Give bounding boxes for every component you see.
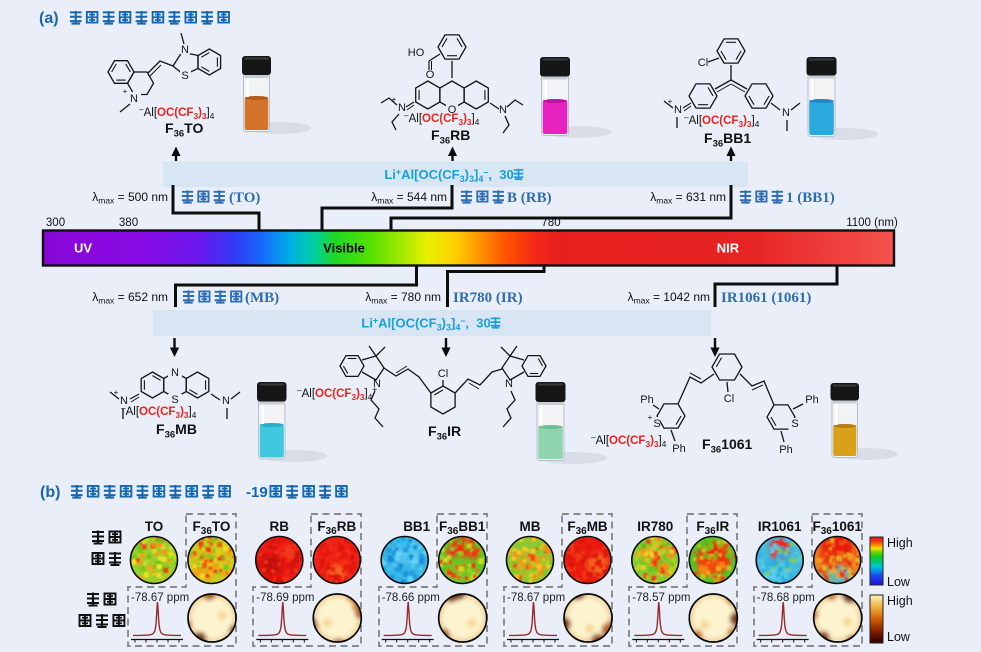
svg-text:RB: RB — [270, 519, 290, 534]
svg-text:IR1061: IR1061 — [758, 519, 802, 534]
svg-text:F36IR: F36IR — [428, 423, 461, 443]
svg-text:N: N — [120, 395, 128, 407]
svg-text:–Al[OC(CF3)3]4: –Al[OC(CF3)3]4 — [591, 433, 667, 449]
svg-text:Ph: Ph — [779, 444, 792, 456]
svg-text:N: N — [130, 93, 138, 105]
svg-text:–Al[OC(CF3)3]4: –Al[OC(CF3)3]4 — [139, 105, 215, 121]
svg-text:N: N — [373, 378, 381, 390]
svg-text:-78.67 ppm: -78.67 ppm — [131, 592, 189, 604]
svg-text:IR780: IR780 — [637, 519, 673, 534]
svg-text:+: + — [392, 95, 397, 104]
svg-text:S: S — [653, 418, 660, 430]
svg-text:N: N — [499, 104, 507, 116]
svg-text:N: N — [171, 367, 179, 379]
svg-text:300: 300 — [46, 217, 65, 229]
svg-text:BB1: BB1 — [403, 519, 430, 534]
svg-text:High: High — [887, 536, 913, 550]
svg-text:-78.57 ppm: -78.57 ppm — [632, 592, 690, 604]
svg-text:Low: Low — [887, 575, 911, 589]
svg-text:MB: MB — [520, 519, 541, 534]
svg-text:Ph: Ph — [805, 394, 818, 406]
svg-text:(a): (a) — [39, 10, 59, 27]
svg-text:1 (BB1): 1 (BB1) — [786, 190, 835, 206]
svg-text:-78.69 ppm: -78.69 ppm — [256, 592, 314, 604]
svg-text:λmax = 780 nm: λmax = 780 nm — [365, 290, 441, 306]
svg-text:+: + — [123, 87, 128, 96]
svg-text:TO: TO — [145, 519, 164, 534]
svg-text:λmax = 631 nm: λmax = 631 nm — [650, 190, 726, 206]
svg-text:O: O — [448, 104, 457, 116]
svg-text:S: S — [181, 70, 188, 82]
svg-text:IR1061 (1061): IR1061 (1061) — [721, 290, 811, 306]
svg-text:380: 380 — [119, 217, 138, 229]
svg-text:Visible: Visible — [323, 241, 365, 256]
svg-text:–Al[OC(CF3)3]4: –Al[OC(CF3)3]4 — [404, 111, 480, 127]
svg-text:-78.68 ppm: -78.68 ppm — [757, 592, 815, 604]
svg-text:+: + — [114, 388, 119, 397]
svg-text:–Al[OC(CF3)3]4: –Al[OC(CF3)3]4 — [121, 404, 197, 420]
svg-text:N: N — [674, 104, 682, 116]
svg-text:Ph: Ph — [640, 394, 653, 406]
svg-text:IR780 (IR): IR780 (IR) — [453, 290, 523, 306]
svg-text:–Al[OC(CF3)3]4+: –Al[OC(CF3)3]4+ — [297, 385, 377, 402]
svg-text:(MB): (MB) — [245, 290, 279, 306]
svg-text:N: N — [398, 102, 406, 114]
svg-text:(TO): (TO) — [229, 190, 260, 206]
svg-text:Cl: Cl — [724, 393, 734, 405]
svg-text:N: N — [222, 395, 230, 407]
svg-text:-78.67 ppm: -78.67 ppm — [507, 592, 565, 604]
svg-text:F361061: F361061 — [812, 519, 862, 537]
svg-text:–Al[OC(CF3)3]4: –Al[OC(CF3)3]4 — [684, 113, 760, 129]
svg-text:+: + — [668, 97, 673, 106]
svg-text:λmax = 652 nm: λmax = 652 nm — [92, 290, 168, 306]
svg-text:(b): (b) — [40, 484, 60, 501]
svg-text:N: N — [782, 107, 790, 119]
svg-text:Ph: Ph — [672, 443, 685, 455]
svg-text:F36IR: F36IR — [696, 519, 729, 537]
svg-text:HO: HO — [408, 47, 425, 59]
svg-text:-78.66 ppm: -78.66 ppm — [382, 592, 440, 604]
svg-text:Li+Al[OC(CF3)3]4–, 30: Li+Al[OC(CF3)3]4–, 30 — [361, 316, 490, 333]
svg-text:N: N — [505, 378, 513, 390]
svg-text:Low: Low — [887, 630, 911, 644]
svg-text:Cl: Cl — [438, 368, 448, 380]
svg-text:780: 780 — [541, 217, 560, 229]
svg-text:N: N — [181, 44, 189, 56]
svg-text:O: O — [426, 69, 435, 81]
svg-text:B (RB): B (RB) — [507, 190, 552, 206]
svg-text:S: S — [791, 418, 798, 430]
svg-text:S: S — [171, 394, 178, 406]
svg-text:High: High — [887, 594, 913, 608]
svg-text:+: + — [648, 413, 653, 422]
svg-text:-19: -19 — [246, 484, 268, 501]
svg-text:1100 (nm): 1100 (nm) — [846, 217, 898, 229]
svg-text:Cl: Cl — [698, 57, 708, 69]
svg-text:NIR: NIR — [717, 241, 740, 256]
svg-text:UV: UV — [74, 241, 92, 256]
svg-text:Li+Al[OC(CF3)3]4–, 30: Li+Al[OC(CF3)3]4–, 30 — [384, 167, 513, 184]
